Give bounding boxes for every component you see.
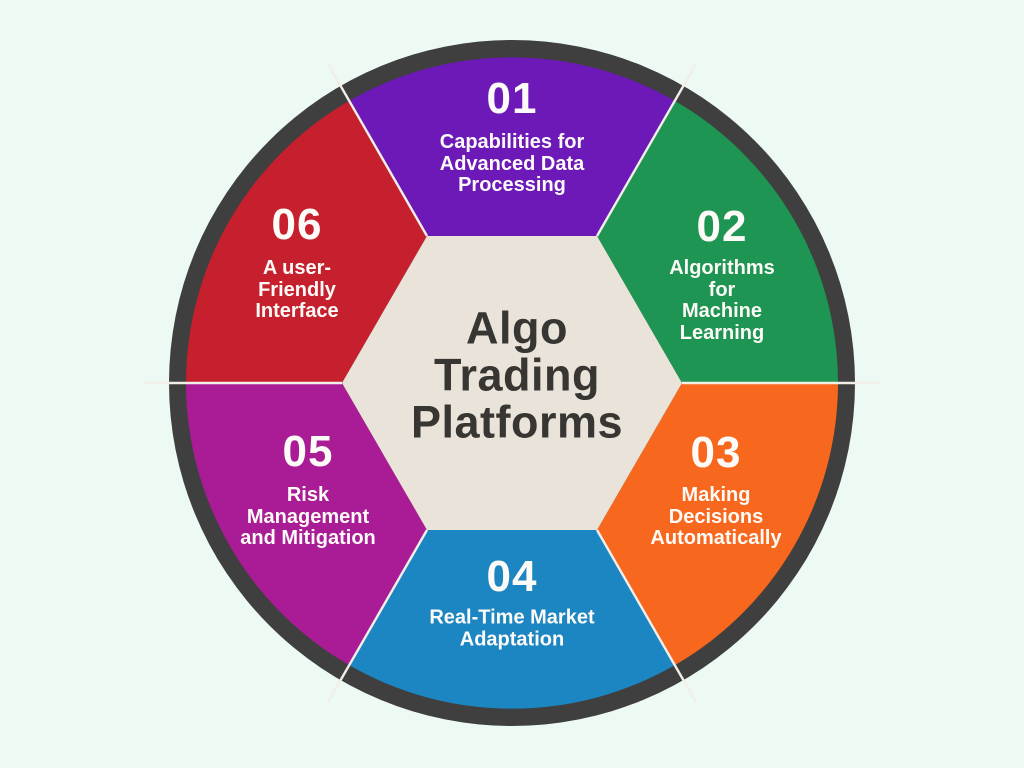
segment-06-label: A user- Friendly Interface	[255, 256, 339, 322]
diagram-title: Algo Trading Platforms	[410, 302, 624, 448]
segment-04-number: 04	[486, 552, 538, 601]
segment-01-number: 01	[486, 74, 538, 123]
segment-03-wedge	[597, 383, 838, 665]
segment-04-wedge	[349, 530, 675, 709]
segment-02-wedge	[597, 101, 838, 383]
segment-01-label: Capabilities for Advanced Data Processin…	[439, 130, 585, 196]
segment-06-wedge	[186, 101, 427, 383]
segment-divider-line	[595, 529, 698, 703]
segment-02-number: 02	[696, 202, 748, 251]
segment-06-number: 06	[271, 200, 323, 249]
segment-05-label: Risk Management and Mitigation	[240, 483, 376, 549]
segment-03-number: 03	[690, 428, 742, 477]
center-hexagon	[342, 236, 682, 530]
segment-divider-line	[326, 529, 429, 703]
segment-divider-line	[595, 63, 698, 237]
segment-03-label: Making Decisions Automatically	[650, 483, 782, 549]
segment-04-label: Real-Time Market Adaptation	[429, 606, 595, 650]
segment-05-number: 05	[282, 427, 334, 476]
segment-01-wedge	[349, 57, 675, 236]
segment-divider-line	[326, 63, 429, 237]
segment-05-wedge	[186, 383, 427, 665]
segment-02-label: Algorithms for Machine Learning	[669, 257, 775, 344]
